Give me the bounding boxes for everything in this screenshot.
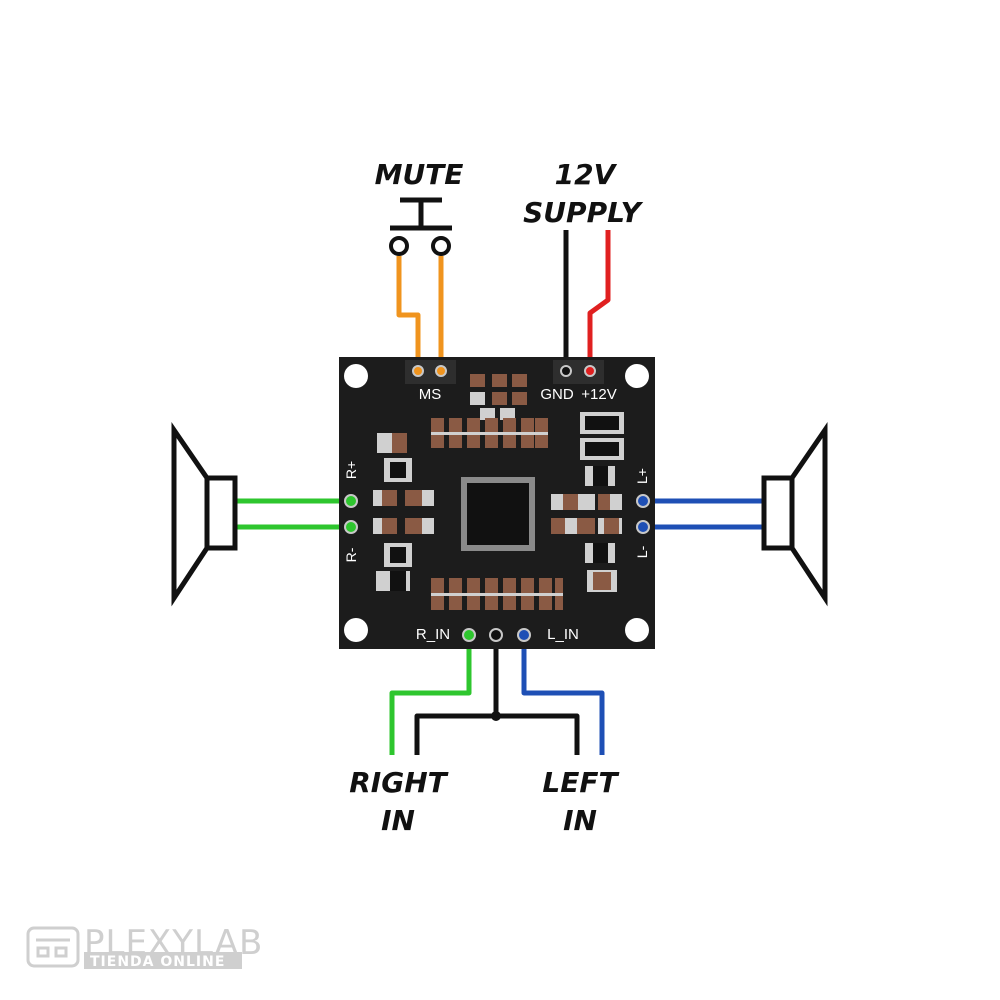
ms-label: MS	[419, 386, 442, 403]
left-in-wire	[521, 638, 605, 755]
l-minus-label: L-	[634, 545, 650, 558]
r-in-label: R_IN	[416, 626, 450, 643]
right-in-wire	[389, 638, 472, 755]
mount-hole-bottom-left	[344, 618, 368, 642]
l-in-label: L_IN	[547, 626, 579, 643]
watermark-tagline: TIENDA ONLINE	[90, 954, 225, 970]
l-minus-pad	[636, 520, 650, 534]
supply-label-line1: 12V	[555, 158, 618, 191]
plexylab-watermark: PLEXYLAB TIENDA ONLINE	[26, 923, 262, 970]
right-in-label-line1: RIGHT	[349, 766, 448, 799]
gnd-label: GND	[540, 386, 574, 403]
mount-hole-bottom-right	[625, 618, 649, 642]
gnd-pad	[560, 365, 572, 377]
plexylab-logo-icon	[26, 926, 80, 968]
l-plus-label: L+	[634, 468, 650, 484]
ms-pad-2	[435, 365, 447, 377]
l-in-pad	[517, 628, 531, 642]
r-plus-label: R+	[343, 461, 359, 479]
right-speaker-icon	[171, 421, 238, 607]
power-wire	[587, 230, 611, 368]
left-in-label-line2: IN	[563, 804, 597, 837]
mute-wire-left	[396, 256, 421, 368]
ground-junction	[491, 711, 501, 721]
mute-label: MUTE	[375, 158, 464, 191]
smd-components	[373, 374, 624, 610]
r-in-pad	[462, 628, 476, 642]
r-minus-label: R-	[343, 547, 359, 562]
supply-label-line2: SUPPLY	[523, 196, 643, 229]
power-pad	[584, 365, 596, 377]
left-in-label-line1: LEFT	[542, 766, 619, 799]
r-plus-pad	[344, 494, 358, 508]
mute-wires	[396, 256, 444, 368]
left-speaker-icon	[761, 421, 828, 607]
r-minus-pad	[344, 520, 358, 534]
input-ground-wire	[414, 638, 580, 755]
amplifier-board: MS GND +12V R+ R- L+ L- R_IN L_IN	[339, 357, 655, 649]
ms-pad-1	[412, 365, 424, 377]
gnd-in-pad	[489, 628, 503, 642]
mount-hole-top-right	[625, 364, 649, 388]
plus12v-label: +12V	[581, 386, 616, 403]
right-speaker-wires	[236, 498, 350, 530]
left-speaker-wires	[646, 498, 764, 530]
mute-switch	[389, 197, 452, 256]
l-plus-pad	[636, 494, 650, 508]
right-in-label-line2: IN	[381, 804, 415, 837]
mount-hole-top-left	[344, 364, 368, 388]
